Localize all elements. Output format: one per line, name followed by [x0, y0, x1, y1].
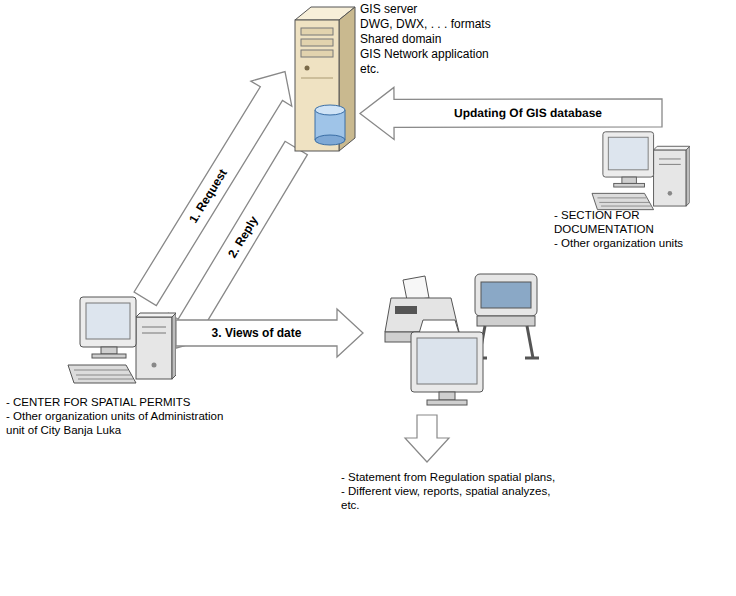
node-text: etc.	[360, 62, 530, 77]
workstation-node: - SECTION FOR DOCUMENTATION- Other organ…	[548, 130, 732, 252]
node-text: DWG, DWX, . . . formats	[360, 17, 530, 32]
arrow-label: 3. Views of date	[210, 326, 304, 340]
server-node: GIS serverDWG, DWX, . . . formatsShared …	[280, 2, 530, 156]
node-text: GIS server	[360, 2, 530, 17]
computer-icon	[66, 295, 176, 390]
node-text: GIS Network application	[360, 47, 530, 62]
output-arrow	[397, 414, 457, 464]
block-arrow	[176, 309, 363, 357]
node-text: - Statement from Regulation spatial plan…	[341, 470, 563, 484]
text-block: - SECTION FOR DOCUMENTATION- Other organ…	[554, 208, 704, 250]
printer-group-icon	[363, 270, 553, 410]
server-icon	[285, 4, 360, 154]
text-block: - Statement from Regulation spatial plan…	[341, 470, 563, 512]
node-text: - CENTER FOR SPATIAL PERMITS	[6, 395, 232, 409]
arrow-label: Updating Of GIS database	[452, 106, 604, 120]
computer-icon	[590, 130, 690, 216]
output-node: - Statement from Regulation spatial plan…	[335, 268, 605, 514]
text-block: - CENTER FOR SPATIAL PERMITS- Other orga…	[6, 395, 232, 437]
node-text: - SECTION FOR DOCUMENTATION	[554, 208, 704, 236]
node-text: - Different view, reports, spatial analy…	[341, 484, 563, 512]
workstation-node: - CENTER FOR SPATIAL PERMITS- Other orga…	[4, 295, 236, 439]
block-arrow	[169, 141, 308, 348]
node-text: - Other organization units	[554, 236, 704, 250]
node-text: Shared domain	[360, 32, 530, 47]
node-text: - Other organization units of Administra…	[6, 409, 232, 437]
text-block: GIS serverDWG, DWX, . . . formatsShared …	[360, 2, 530, 77]
